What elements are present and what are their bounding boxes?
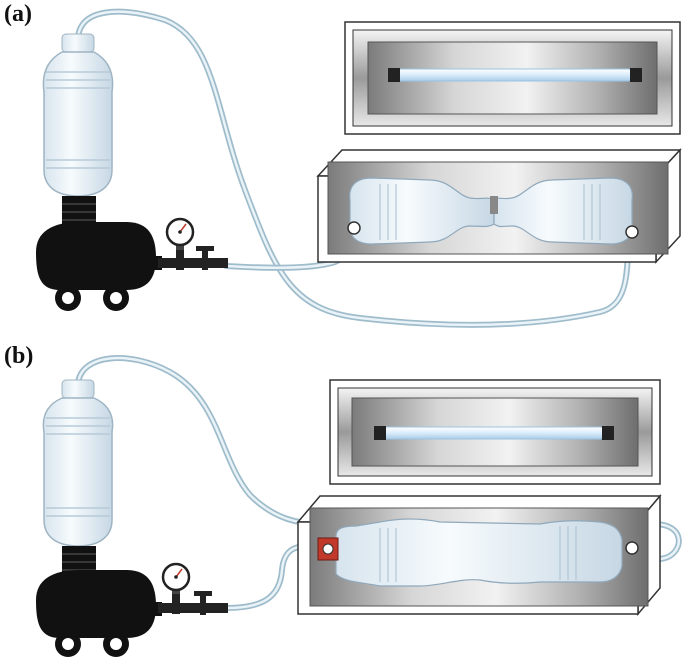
pressure-gauge-a-icon: [165, 217, 195, 247]
bottle-a: [42, 33, 114, 197]
tube-b-feed: [75, 355, 325, 527]
panel-b: [36, 355, 682, 657]
uv-lamp-box-a: [344, 21, 681, 135]
compressor-a: [36, 196, 228, 311]
bottle-a-right: [493, 177, 639, 245]
red-valve-icon: [317, 537, 339, 561]
uv-lamp-a-icon: [388, 68, 642, 82]
bottle-b: [42, 379, 114, 547]
bottle-a-left: [347, 177, 495, 245]
pressure-gauge-b-icon: [161, 562, 191, 592]
panel-a: [36, 8, 682, 328]
bottle-b-inside: [317, 518, 639, 587]
panel-a-label: (a): [4, 1, 32, 27]
chamber-a: [316, 148, 682, 264]
uv-lamp-b-icon: [374, 426, 614, 440]
panel-b-label: (b): [4, 343, 34, 369]
compressor-b: [36, 546, 228, 657]
chamber-b: [296, 493, 662, 617]
uv-lamp-box-b: [329, 379, 661, 485]
